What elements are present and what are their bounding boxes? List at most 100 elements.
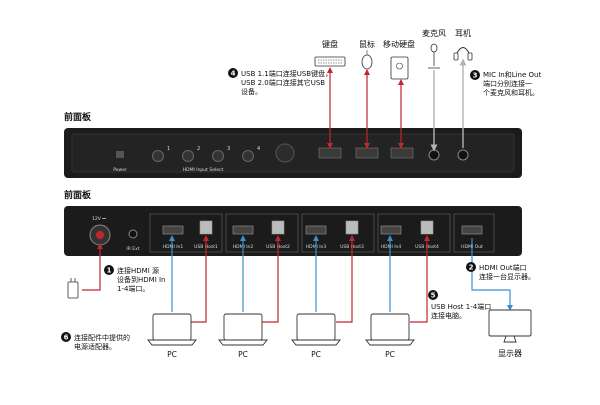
mouse-device: 鼠标: [359, 39, 375, 70]
svg-text:HDMI Out端口: HDMI Out端口: [479, 263, 527, 272]
usb-host3-port: [345, 220, 359, 235]
svg-text:5: 5: [431, 292, 436, 300]
pc-3: PC: [291, 313, 341, 359]
rear-panel: 12V ⎓ IR Ext HDMI In1 USB Host1 HDMI In2…: [64, 206, 522, 256]
callout-5: 5 USB Host 1-4端口 连接电脑。: [428, 290, 491, 320]
front-panel-title: 前面板: [64, 111, 92, 123]
input-select-label: HDMI Input Select: [183, 167, 224, 173]
headphones-device: 耳机: [453, 28, 473, 61]
mouse-label: 鼠标: [359, 39, 375, 49]
input-select-button-3[interactable]: [212, 150, 224, 162]
svg-text:4: 4: [231, 70, 236, 78]
laptop-icon: [370, 313, 410, 341]
pc-2: PC: [218, 313, 268, 359]
ir-ext-jack: [128, 229, 138, 239]
hdmi-in2-port: [232, 225, 254, 235]
pc-4: PC: [365, 313, 415, 359]
svg-text:4: 4: [257, 146, 260, 152]
svg-text:USB 2.0端口连接其它USB: USB 2.0端口连接其它USB: [241, 78, 325, 87]
power-label: Power: [113, 167, 127, 173]
front-usb-port-mouse: [355, 147, 379, 159]
laptop-icon: [223, 313, 263, 341]
power-adapter-icon: [67, 281, 79, 299]
callout-1: 1 连接HDMI 源 设备到HDMI In 1-4端口。: [104, 265, 165, 293]
pc-label: PC: [238, 350, 248, 359]
callout-badge-1: [104, 265, 114, 275]
pc-label: PC: [311, 350, 321, 359]
monitor-device: 显示器: [488, 309, 532, 358]
monitor-icon: [488, 309, 532, 337]
port-label-hdmi-in4: HDMI In4: [381, 244, 402, 250]
front-cables: [327, 58, 467, 152]
laptop-icon: [152, 313, 192, 341]
mouse-icon: [361, 54, 373, 70]
svg-text:1-4端口。: 1-4端口。: [117, 284, 149, 293]
svg-text:1: 1: [107, 267, 112, 275]
svg-text:3: 3: [227, 146, 230, 152]
hdmi-in1-port: [162, 225, 184, 235]
laptop-icon: [296, 313, 336, 341]
power-button[interactable]: [116, 151, 124, 158]
callout-badge-5: [428, 290, 438, 300]
svg-text:USB 1.1端口连接USB键盘，: USB 1.1端口连接USB键盘，: [241, 69, 332, 78]
svg-text:MIC In和Line Out: MIC In和Line Out: [483, 70, 541, 79]
callout-4: 4 USB 1.1端口连接USB键盘， USB 2.0端口连接其它USB 设备。: [228, 68, 332, 96]
input-select-buttons: 1 2 3 4 HDMI Input Select: [152, 146, 260, 173]
svg-text:3: 3: [473, 72, 478, 80]
usb-host4-port: [420, 220, 434, 235]
svg-text:连接配件中提供的: 连接配件中提供的: [74, 333, 130, 342]
svg-text:2: 2: [197, 146, 200, 152]
rear-panel-title: 前面板: [64, 189, 92, 201]
hdmi-out-port: [461, 225, 483, 235]
svg-text:连接电脑。: 连接电脑。: [431, 311, 466, 320]
front-ir-window: [275, 143, 295, 163]
ir-label: IR Ext: [126, 246, 139, 252]
pc-label: PC: [385, 350, 395, 359]
hdmi-in4-port: [380, 225, 402, 235]
callout-6: 6 连接配件中提供的 电源适配器。: [61, 332, 130, 351]
usb-host2-port: [271, 220, 285, 235]
headphones-label: 耳机: [455, 28, 471, 38]
microphone-device: 麦克风: [422, 28, 446, 69]
callout-badge-3: [470, 70, 480, 80]
callout-2: 2 HDMI Out端口 连接一台显示器。: [466, 262, 535, 281]
front-mic-jack: [428, 149, 440, 161]
front-panel: Power 1 2 3 4 HDMI Input Select: [64, 128, 522, 178]
svg-text:电源适配器。: 电源适配器。: [74, 342, 116, 351]
svg-text:个麦克风和耳机。: 个麦克风和耳机。: [483, 88, 539, 97]
usb-drive-device: 移动硬盘: [383, 39, 415, 80]
input-select-button-4[interactable]: [242, 150, 254, 162]
front-headphone-jack: [457, 149, 469, 161]
front-usb-port-drive: [390, 147, 414, 159]
usb-host1-port: [199, 220, 213, 235]
pc-label: PC: [167, 350, 177, 359]
callout-badge-2: [466, 262, 476, 272]
svg-text:6: 6: [64, 334, 69, 342]
input-select-button-2[interactable]: [182, 150, 194, 162]
microphone-icon: [430, 43, 438, 53]
svg-text:设备。: 设备。: [241, 87, 262, 96]
usb-drive-icon: [390, 56, 409, 80]
dc-label: 12V ⎓: [92, 216, 106, 222]
svg-text:USB Host 1-4端口: USB Host 1-4端口: [431, 302, 491, 311]
keyboard-icon: [314, 56, 346, 67]
pc-1: PC: [147, 313, 197, 359]
callout-badge-4: [228, 68, 238, 78]
svg-text:连接一台显示器。: 连接一台显示器。: [479, 272, 535, 281]
svg-text:2: 2: [469, 264, 474, 272]
input-select-button-1[interactable]: [152, 150, 164, 162]
rear-cables: [82, 235, 513, 323]
svg-text:设备到HDMI In: 设备到HDMI In: [117, 275, 165, 284]
usb-drive-label: 移动硬盘: [383, 39, 415, 49]
power-adapter: [67, 278, 79, 299]
keyboard-device: 键盘: [314, 39, 346, 67]
callout-badge-6: [61, 332, 71, 342]
front-usb-port-keyboard: [318, 147, 342, 159]
keyboard-label: 键盘: [322, 39, 338, 49]
microphone-label: 麦克风: [422, 28, 446, 38]
svg-text:连接HDMI 源: 连接HDMI 源: [117, 266, 159, 275]
svg-text:端口分别连接一: 端口分别连接一: [483, 79, 532, 88]
port-label-hdmi-in1: HDMI In1: [163, 244, 184, 250]
monitor-label: 显示器: [498, 349, 522, 358]
